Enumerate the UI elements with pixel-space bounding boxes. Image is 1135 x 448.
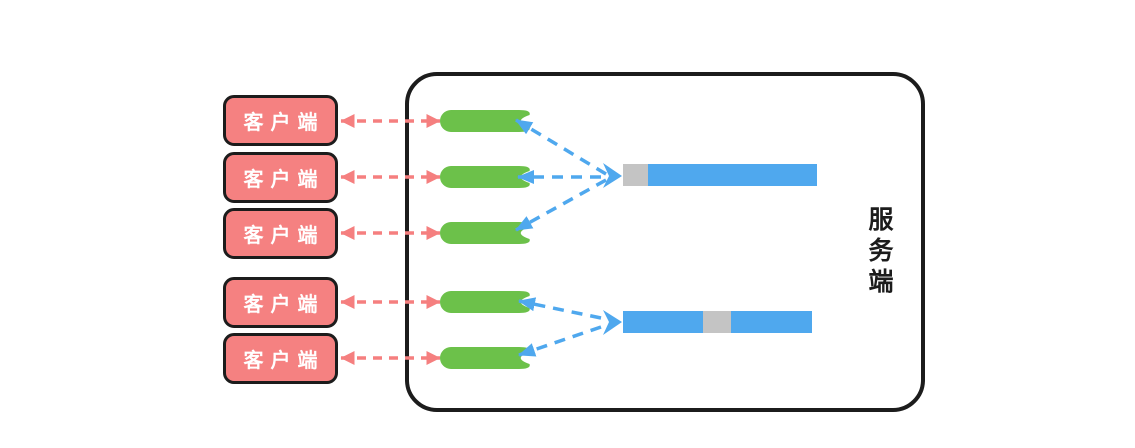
client-box-1: 客户端 [223, 95, 338, 146]
channel-pill-5 [440, 347, 530, 369]
thread-bar-2-gray-segment [703, 311, 731, 333]
mux-arrow-4 [518, 297, 602, 320]
client-box-1-label: 客户端 [243, 110, 325, 134]
channel-pill-4 [440, 291, 530, 313]
client-box-3-label: 客户端 [243, 223, 325, 247]
channel-pill-2 [440, 166, 530, 188]
client-box-2: 客户端 [223, 152, 338, 203]
client-box-5-label: 客户端 [243, 348, 325, 372]
thread-bar-1-gray-segment [623, 164, 648, 186]
thread-bar-2-blue-segment-left [623, 311, 703, 333]
client-box-4: 客户端 [223, 277, 338, 328]
queue-entry-arrow-2 [603, 310, 622, 335]
server-label: 服务端 [865, 206, 894, 299]
client-box-3: 客户端 [223, 208, 338, 259]
client-box-5: 客户端 [223, 333, 338, 384]
thread-bar-2-blue-segment-right [731, 311, 812, 333]
client-box-2-label: 客户端 [243, 167, 325, 191]
mux-arrow-5 [518, 325, 602, 357]
queue-entry-arrow-1 [603, 163, 622, 188]
thread-bar-1-blue-segment [648, 164, 817, 186]
channel-pill-3 [440, 222, 530, 244]
channel-pill-1 [440, 110, 530, 132]
mux-arrow-3 [515, 178, 607, 232]
client-box-4-label: 客户端 [243, 292, 325, 316]
